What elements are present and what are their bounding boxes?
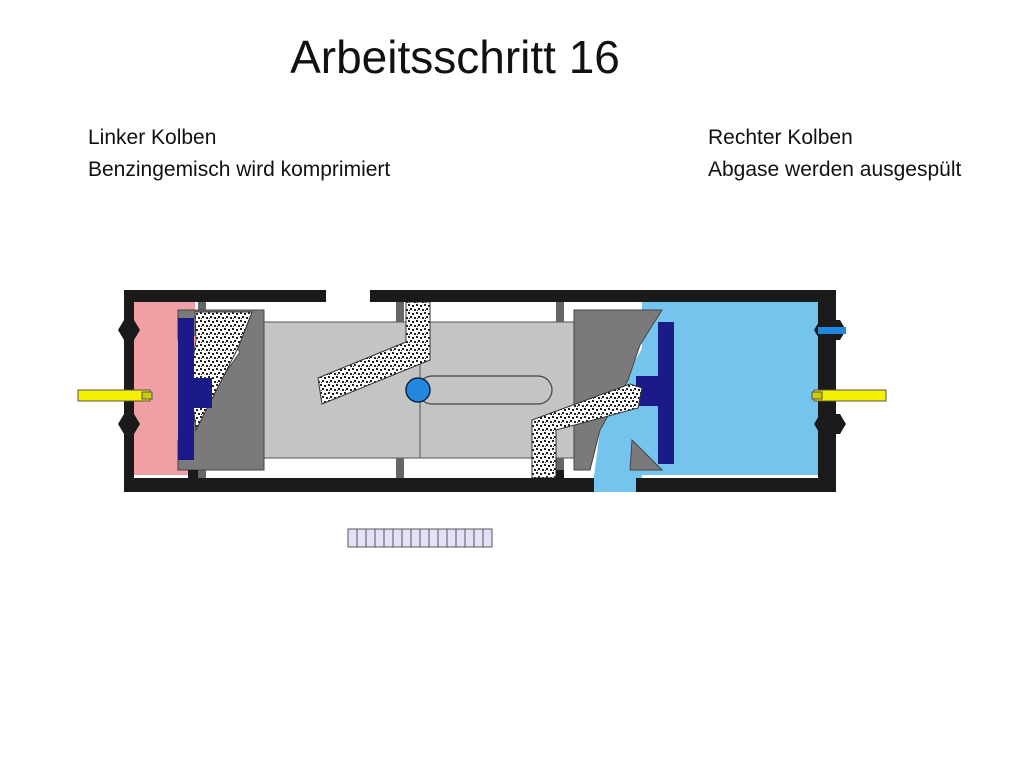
pivot-pin: [405, 377, 431, 403]
right-valve-top: [814, 320, 846, 340]
slide-title: Arbeitsschritt 16: [290, 31, 620, 83]
left-spark-plug: [77, 389, 153, 402]
right-valve-bottom: [814, 414, 846, 434]
right-spark-plug: [811, 389, 887, 402]
left-piston-description: Benzingemisch wird komprimiert: [88, 158, 391, 181]
left-piston-caption: Linker Kolben Benzingemisch wird komprim…: [88, 122, 390, 186]
right-piston-caption: Rechter Kolben Abgase werden ausgespült: [708, 122, 961, 186]
left-valve-bottom: [118, 414, 140, 434]
left-piston-head: [178, 318, 212, 460]
right-piston-description: Abgase werden ausgespült: [708, 158, 962, 181]
right-piston-heading: Rechter Kolben: [708, 126, 853, 149]
left-piston-heading: Linker Kolben: [88, 126, 217, 149]
connector-rod: [263, 321, 577, 459]
scale-ruler: [347, 528, 493, 548]
left-valve-top: [118, 320, 140, 340]
